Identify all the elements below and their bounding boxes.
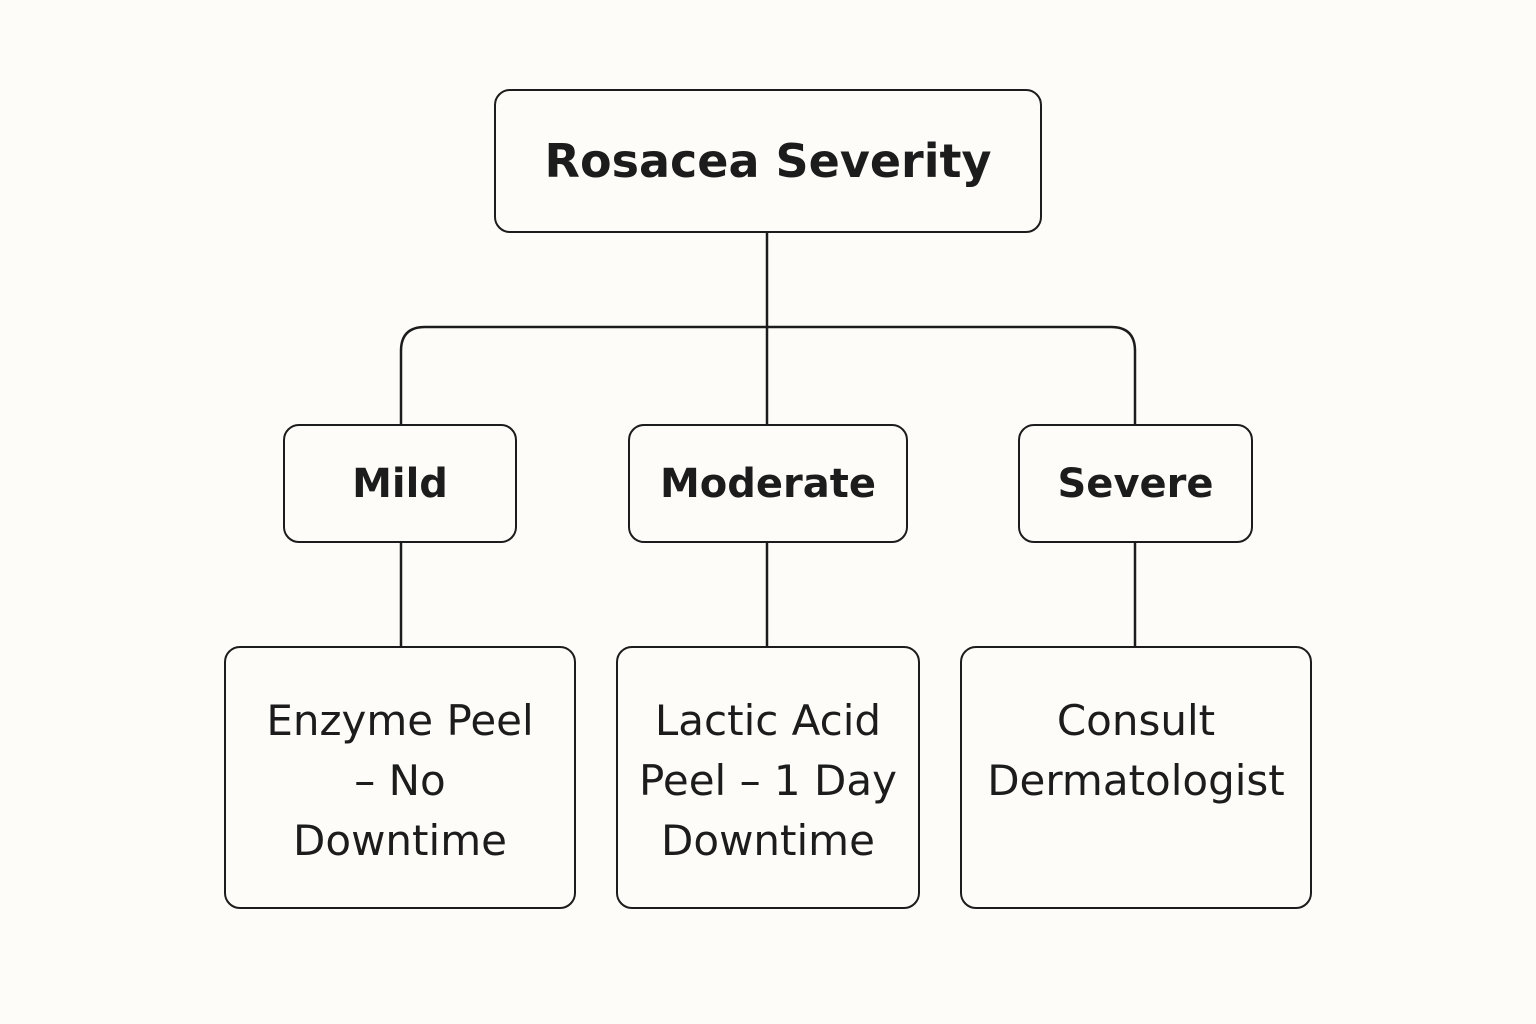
severity-node-mild: Mild [283, 424, 517, 543]
root-node: Rosacea Severity [494, 89, 1042, 233]
severity-label-severe: Severe [1057, 460, 1214, 507]
treatment-node-moderate: Lactic Acid Peel – 1 Day Downtime [616, 646, 920, 909]
treatment-label-severe: Consult Dermatologist [987, 696, 1285, 805]
severity-node-severe: Severe [1018, 424, 1253, 543]
treatment-label-mild: Enzyme Peel – No Downtime [266, 696, 534, 865]
root-node-label: Rosacea Severity [544, 134, 992, 188]
treatment-label-moderate: Lactic Acid Peel – 1 Day Downtime [639, 696, 897, 865]
treatment-node-mild: Enzyme Peel – No Downtime [224, 646, 576, 909]
severity-label-mild: Mild [352, 460, 448, 507]
treatment-node-severe: Consult Dermatologist [960, 646, 1312, 909]
severity-node-moderate: Moderate [628, 424, 908, 543]
severity-label-moderate: Moderate [659, 460, 876, 507]
